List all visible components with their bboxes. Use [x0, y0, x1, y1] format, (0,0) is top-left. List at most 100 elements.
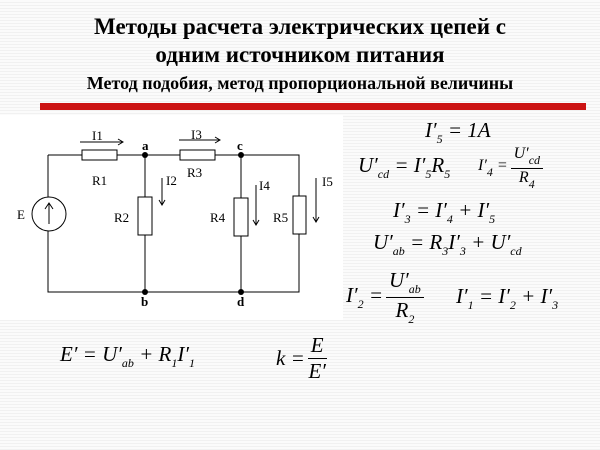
formula-term: I′: [425, 118, 437, 142]
formula-part: I′1 = I′2 + I′3: [456, 284, 558, 313]
formula-subscript: 5: [425, 167, 432, 181]
formula-subscript: 1: [188, 356, 195, 370]
formula-term: U′: [373, 230, 393, 254]
formula-term: I′: [478, 157, 487, 174]
title-line-1: Методы расчета электрических цепей с: [94, 14, 506, 39]
formula-subscript: 4: [528, 177, 535, 191]
formula-subscript: ab: [392, 244, 405, 258]
formula-term: U′: [358, 153, 378, 177]
formula-subscript: cd: [528, 153, 541, 167]
node-dots: [142, 152, 244, 295]
label-r1: R1: [92, 173, 107, 188]
formula-term: E′: [308, 359, 326, 383]
formula-part: U′ab: [386, 268, 424, 298]
formula-e-prime: E′ = U′ab + R1I′1: [60, 342, 195, 371]
resistor-r1: [81, 149, 118, 161]
formula-part: I′3 = I′4 + I′5: [393, 198, 495, 227]
formula-part: I′5 = 1A: [425, 118, 491, 147]
formula-term: I′: [393, 198, 405, 222]
formula-subscript: 1: [467, 298, 474, 312]
formula-subscript: ab: [121, 356, 134, 370]
formula-subscript: 2: [357, 297, 364, 311]
formula-ucd: U′cd = I′5R5: [358, 153, 450, 182]
formula-subscript: 1: [171, 356, 178, 370]
label-node-d: d: [237, 294, 245, 309]
label-node-c: c: [237, 138, 243, 153]
formula-term: + I′: [452, 198, 490, 222]
current-arrows: [80, 136, 320, 226]
formula-term: R: [518, 169, 529, 186]
wires: [47, 154, 300, 293]
label-node-b: b: [141, 294, 148, 309]
formula-subscript: 2: [408, 312, 415, 326]
resistor-r4: [233, 197, 249, 237]
label-i5: I5: [322, 174, 333, 189]
formula-subscript: cd: [510, 244, 522, 258]
label-i2: I2: [166, 173, 177, 188]
formula-part: k =: [276, 346, 305, 371]
label-r2: R2: [114, 210, 129, 225]
formula-subscript: 3: [404, 212, 411, 226]
formula-subscript: 3: [552, 298, 559, 312]
label-r4: R4: [210, 210, 226, 225]
formula-part: I′4 =: [478, 157, 508, 180]
label-r3: R3: [187, 165, 202, 180]
label-e: E: [17, 207, 25, 222]
formula-term: + I′: [515, 284, 553, 308]
formula-part: R2: [395, 298, 414, 327]
formula-subscript: 2: [509, 298, 516, 312]
formula-part: U′cd = I′5R5: [358, 153, 450, 182]
red-divider: [40, 103, 586, 110]
formula-term: E′ = U′: [60, 342, 122, 366]
formula-i1: I′1 = I′2 + I′3: [456, 284, 558, 313]
formula-part: E′ = U′ab + R1I′1: [60, 342, 195, 371]
formula-term: =: [363, 283, 384, 307]
formula-term: = I′: [473, 284, 510, 308]
label-r5: R5: [273, 210, 288, 225]
label-i4: I4: [259, 178, 270, 193]
formula-subscript: 4: [486, 165, 493, 179]
formula-part: I′2 =: [346, 283, 383, 312]
formula-term: = 1A: [442, 118, 491, 142]
formula-subscript: 3: [442, 244, 449, 258]
circuit-panel: E R1 R2 R3 R4 R5 I1 I2 I3 I4 I5 a b c d: [0, 115, 343, 320]
formula-term: I′: [448, 230, 460, 254]
label-i1: I1: [92, 128, 103, 143]
formula-subscript: 3: [459, 244, 466, 258]
circuit-diagram: E R1 R2 R3 R4 R5 I1 I2 I3 I4 I5 a b c d: [17, 127, 333, 309]
formula-part: E: [307, 333, 327, 359]
resistor-r5: [292, 195, 307, 235]
formula-subscript: 5: [489, 212, 496, 226]
formula-term: + R: [133, 342, 172, 366]
source-arrow-icon: [44, 202, 54, 224]
formula-subscript: 5: [436, 132, 443, 146]
formula-i5: I′5 = 1A: [425, 118, 491, 147]
formula-part: E′: [308, 359, 325, 384]
formula-term: R: [395, 298, 409, 322]
formula-term: = I′: [410, 198, 447, 222]
formula-i3: I′3 = I′4 + I′5: [393, 198, 495, 227]
formula-uab: U′ab = R3I′3 + U′cd: [373, 230, 522, 259]
formula-term: U′: [389, 268, 409, 292]
formula-term: I′: [177, 342, 189, 366]
formula-term: =: [492, 157, 508, 174]
formula-subscript: cd: [377, 167, 390, 181]
resistor-r3: [179, 149, 216, 161]
formula-term: = I′: [389, 153, 426, 177]
title-line-2: одним источником питания: [155, 42, 445, 67]
formula-term: = R: [404, 230, 443, 254]
subtitle: Метод подобия, метод пропорциональной ве…: [86, 73, 514, 93]
formula-part: U′cd: [510, 145, 544, 169]
label-i3: I3: [191, 127, 202, 142]
formula-term: R: [431, 153, 445, 177]
formula-term: U′: [513, 145, 529, 162]
formula-term: + U′: [465, 230, 511, 254]
label-node-a: a: [142, 138, 149, 153]
formula-term: k =: [276, 346, 305, 370]
formula-subscript: 4: [446, 212, 453, 226]
resistor-r2: [137, 196, 153, 236]
formula-part: U′ab = R3I′3 + U′cd: [373, 230, 522, 259]
